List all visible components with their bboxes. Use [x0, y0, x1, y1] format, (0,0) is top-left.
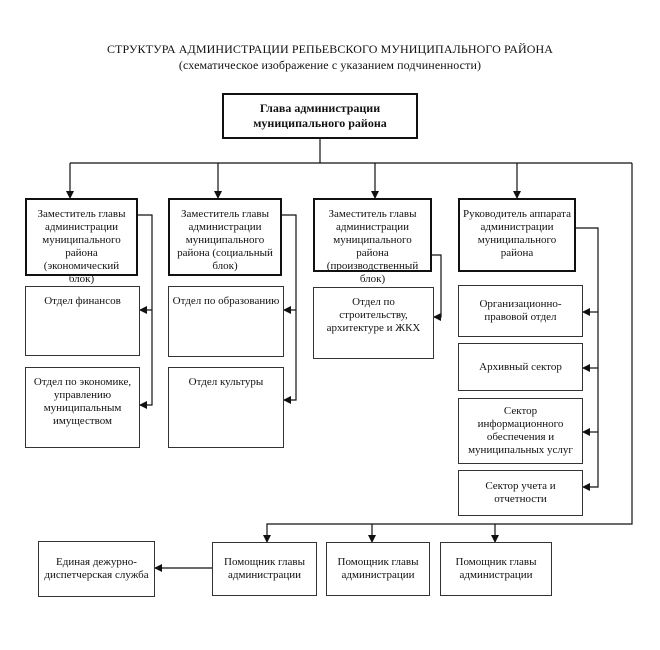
- arrow-to-construction-dept: [432, 254, 442, 321]
- archive-sector-box: Архивный сектор: [458, 343, 583, 391]
- deputy-social-box: Заместитель главы администрации муниципа…: [168, 198, 282, 276]
- legal-dept-box: Организационно-правовой отдел: [458, 285, 583, 337]
- arrow-to-accounting-sector: [576, 227, 599, 491]
- diagram-title: СТРУКТУРА АДМИНИСТРАЦИИ РЕПЬЕВСКОГО МУНИ…: [106, 42, 554, 56]
- education-dept-box: Отдел по образованию: [168, 286, 284, 357]
- assistant-box-1: Помощник главы администрации: [212, 542, 317, 596]
- deputy-apparatus-box: Руководитель аппарата администрации муни…: [458, 198, 576, 272]
- assistant-box-2: Помощник главы администрации: [326, 542, 430, 596]
- culture-dept-box: Отдел культуры: [168, 367, 284, 448]
- arrow-to-culture-dept: [282, 214, 297, 404]
- diagram-subtitle: (схематическое изображение с указанием п…: [178, 58, 482, 72]
- info-sector-box: Сектор информационного обеспечения и мун…: [458, 398, 583, 464]
- economy-dept-box: Отдел по экономике, управлению муниципал…: [25, 367, 140, 448]
- accounting-sector-box: Сектор учета и отчетности: [458, 470, 583, 516]
- line-right-to-assistant-1: [263, 163, 633, 543]
- dispatch-service-box: Единая дежурно-диспетчерская служба: [38, 541, 155, 597]
- construction-dept-box: Отдел по строительству, архитектуре и ЖК…: [313, 287, 434, 359]
- assistant-box-3: Помощник главы администрации: [440, 542, 552, 596]
- finance-dept-box: Отдел финансов: [25, 286, 140, 356]
- head-box: Глава администрации муниципального район…: [222, 93, 418, 139]
- deputy-economic-box: Заместитель главы администрации муниципа…: [25, 198, 138, 285]
- deputy-production-box: Заместитель главы администрации муниципа…: [313, 198, 432, 285]
